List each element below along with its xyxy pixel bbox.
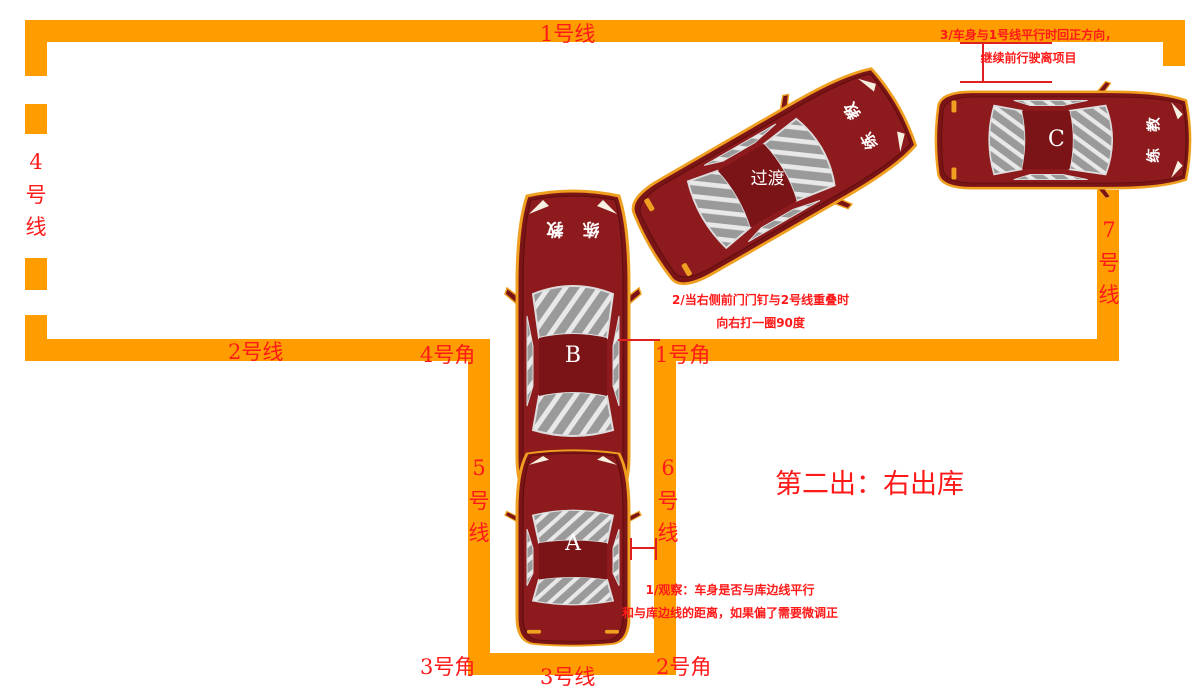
line-4-mid: [25, 104, 47, 134]
label-line-6-char: 6: [661, 456, 675, 480]
car-b: B 教练: [503, 189, 643, 503]
label-line-4-char: 4: [29, 150, 43, 174]
coach-sign-char: 练: [583, 219, 600, 240]
coach-sign-char: 练: [1145, 147, 1163, 162]
course-lines: [25, 20, 1185, 675]
line-7: [1097, 190, 1119, 361]
note-step-1-line: 1/观察：车身是否与库边线平行: [645, 583, 815, 597]
line-5: [468, 339, 490, 675]
line-2-right: [654, 339, 1119, 361]
label-line-4: 4 号 线: [24, 146, 48, 244]
car-letter: B: [565, 343, 581, 368]
car-letter: 过渡: [751, 169, 785, 189]
label-line-7: 7 号 线: [1097, 214, 1121, 312]
label-line-2: 2号线: [228, 340, 284, 364]
note-step-1-line: 和与库边线的距离，如果偏了需要微调正: [622, 605, 839, 620]
line-4-bottom: [25, 258, 47, 290]
label-line-1: 1号线: [540, 22, 596, 46]
line-1-right-stub: [1163, 20, 1185, 66]
label-corner-2: 2号角: [656, 655, 712, 679]
line-6: [654, 339, 676, 675]
note-step-1: 1/观察：车身是否与库边线平行 和与库边线的距离，如果偏了需要微调正: [622, 579, 838, 625]
car-letter: A: [564, 531, 582, 556]
line-1: [25, 20, 1185, 42]
label-line-7-char: 7: [1102, 218, 1116, 242]
car-letter: C: [1048, 127, 1065, 152]
car-c: C 教练: [934, 80, 1192, 200]
label-corner-3: 3号角: [420, 655, 476, 679]
label-line-5-char: 线: [468, 521, 490, 546]
label-line-5-char: 号: [468, 488, 490, 513]
line-2: [25, 339, 490, 361]
note-step-3: 3/车身与1号线平行时回正方向， 继续前行驶离项目: [940, 24, 1117, 70]
label-line-6-char: 号: [657, 488, 679, 513]
note-step-3-line: 继续前行驶离项目: [980, 50, 1077, 65]
label-line-4-char: 线: [25, 215, 47, 240]
note-step-2-line: 向右打一圈90度: [716, 315, 805, 330]
label-line-5-char: 5: [472, 456, 486, 480]
note-step-2-line: 2/当右侧前门门钉与2号线重叠时: [672, 293, 850, 307]
car-a: A: [503, 448, 643, 648]
coach-sign-char: 教: [546, 219, 565, 240]
label-line-4-char: 号: [25, 182, 47, 207]
label-line-7-char: 号: [1098, 250, 1120, 275]
label-line-7-char: 线: [1098, 283, 1120, 308]
label-corner-1: 1号角: [655, 343, 711, 367]
label-line-6: 6 号 线: [656, 452, 680, 550]
line-3: [468, 653, 676, 675]
note-step-3-line: 3/车身与1号线平行时回正方向，: [940, 28, 1118, 42]
label-corner-4: 4号角: [420, 343, 476, 367]
label-line-6-char: 线: [657, 521, 679, 546]
markers: [618, 42, 1052, 560]
note-step-2: 2/当右侧前门门钉与2号线重叠时 向右打一圈90度: [672, 289, 849, 335]
label-line-5: 5 号 线: [467, 452, 491, 550]
diagram-title: 第二出：右出库: [775, 469, 964, 500]
line-4-top: [25, 20, 47, 76]
coach-sign-char: 练: [857, 129, 881, 152]
coach-sign-char: 教: [1145, 116, 1163, 131]
label-line-3: 3号线: [540, 665, 596, 689]
